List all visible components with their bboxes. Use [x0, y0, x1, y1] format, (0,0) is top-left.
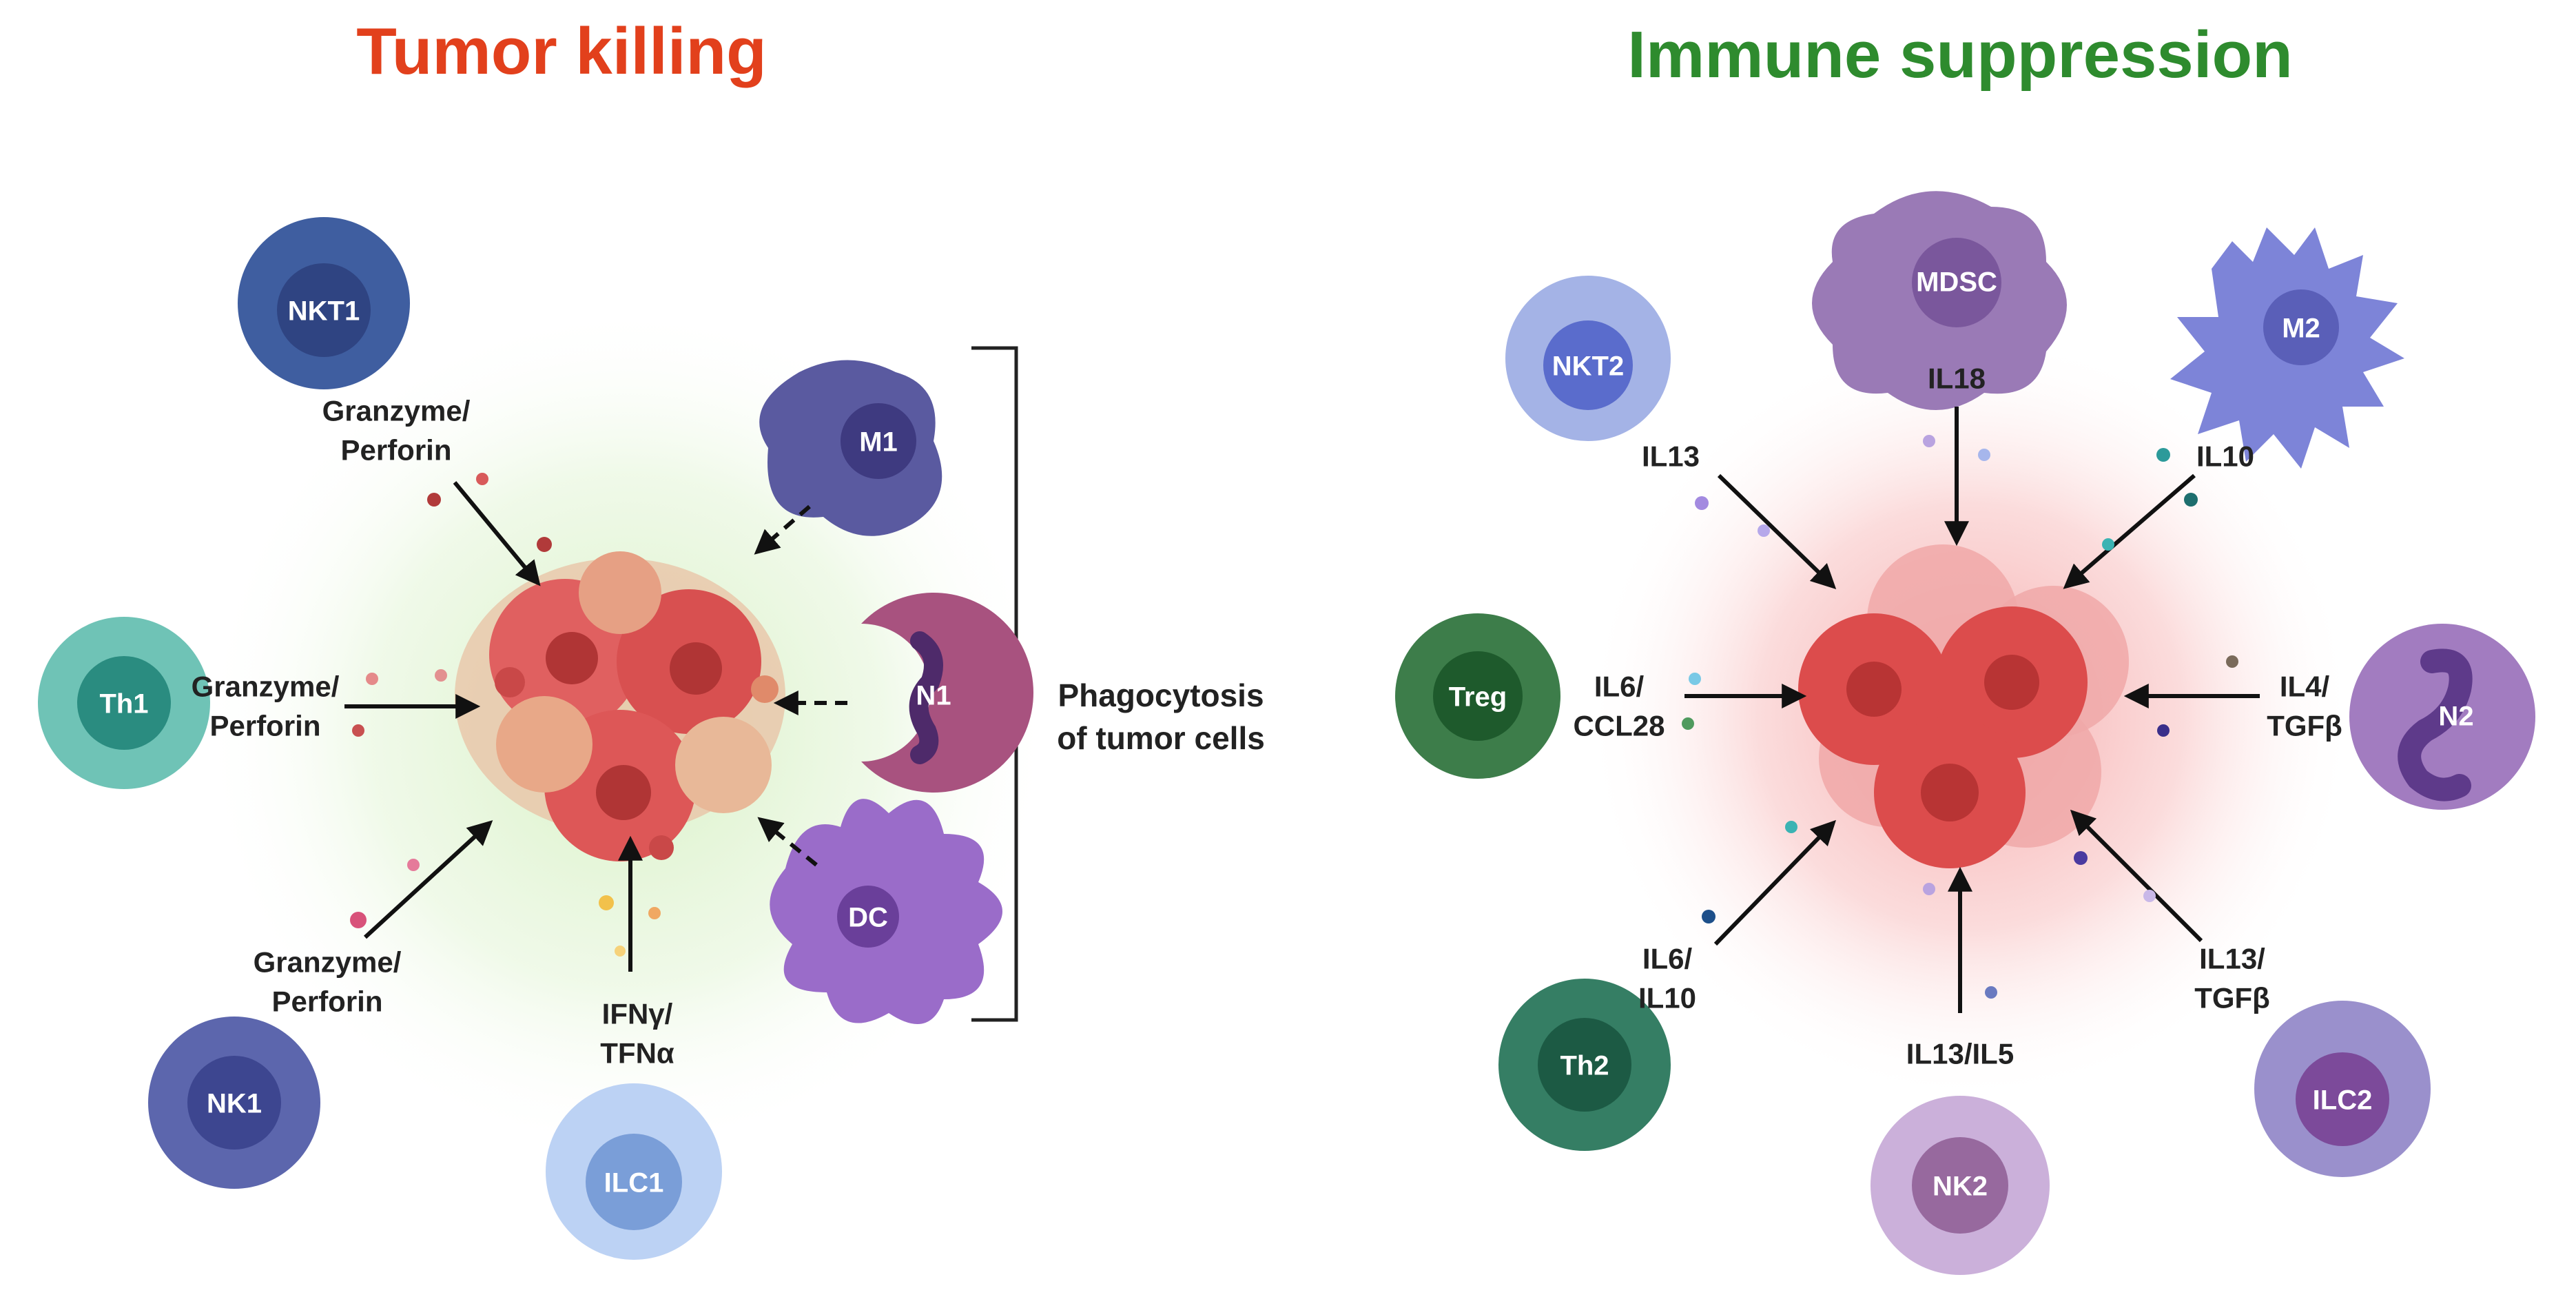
label-il4-tgfb: IL4/ TGFβ	[2267, 670, 2342, 742]
label-granzyme-top: Granzyme/ Perforin	[322, 394, 471, 466]
cell-nk1	[148, 1017, 320, 1189]
label-ifn: IFNγ/ TFNα	[600, 997, 674, 1069]
cell-mdsc	[1812, 191, 2067, 410]
cell-ilc1	[546, 1083, 722, 1260]
cell-label-n2: N2	[2438, 701, 2474, 732]
cell-treg	[1395, 613, 1560, 779]
cell-label-n1: N1	[916, 680, 951, 711]
cell-m1	[759, 360, 942, 536]
label-granzyme-left: Granzyme/ Perforin	[191, 670, 340, 742]
label-il13: IL13	[1641, 440, 1700, 473]
label-phagocytosis: Phagocytosis of tumor cells	[1057, 677, 1265, 756]
cell-dc	[770, 799, 1002, 1024]
label-il6-ccl28: IL6/ CCL28	[1573, 670, 1665, 742]
cell-label-ilc2: ILC2	[2312, 1085, 2373, 1116]
label-il13-il5: IL13/IL5	[1906, 1037, 2015, 1070]
cell-nkt1	[238, 217, 410, 389]
label-il18: IL18	[1927, 362, 1986, 395]
cell-label-nkt2: NKT2	[1552, 351, 1625, 382]
cell-nkt2	[1505, 276, 1671, 441]
cell-label-nk2: NK2	[1932, 1171, 1988, 1202]
right-panel-title: Immune suppression	[1627, 18, 2293, 92]
cell-label-treg: Treg	[1448, 682, 1507, 713]
label-granzyme-bottom: Granzyme/ Perforin	[253, 946, 402, 1017]
cell-label-th2: Th2	[1560, 1050, 1609, 1081]
label-il13-tgfb: IL13/ TGFβ	[2194, 942, 2270, 1014]
tumor-mass-left	[455, 551, 785, 861]
arrows-left	[344, 481, 847, 972]
cell-label-mdsc: MDSC	[1916, 267, 1997, 298]
cell-nk2	[1871, 1096, 2050, 1275]
cell-th1	[38, 617, 210, 789]
cell-m2	[2170, 227, 2404, 469]
cell-n1	[861, 592, 1034, 793]
cell-label-m2: M2	[2282, 313, 2320, 344]
arrows-right	[1684, 407, 2260, 1013]
left-panel-title: Tumor killing	[356, 14, 767, 88]
cytokine-dots-right	[1682, 435, 2238, 999]
cell-th2	[1498, 979, 1671, 1151]
cytokine-dots-left	[350, 473, 661, 957]
label-il6-il10: IL6/ IL10	[1638, 942, 1697, 1014]
cell-label-ilc1: ILC1	[604, 1167, 664, 1198]
cell-ilc2	[2254, 1001, 2431, 1177]
cell-label-nkt1: NKT1	[287, 296, 360, 327]
tumor-mass-right	[1798, 544, 2129, 868]
cell-label-dc: DC	[848, 902, 888, 933]
cell-label-nk1: NK1	[206, 1088, 262, 1119]
cell-label-m1: M1	[859, 427, 898, 458]
cell-label-th1: Th1	[99, 688, 149, 719]
label-il10: IL10	[2196, 440, 2255, 473]
cell-n2	[2349, 624, 2535, 810]
